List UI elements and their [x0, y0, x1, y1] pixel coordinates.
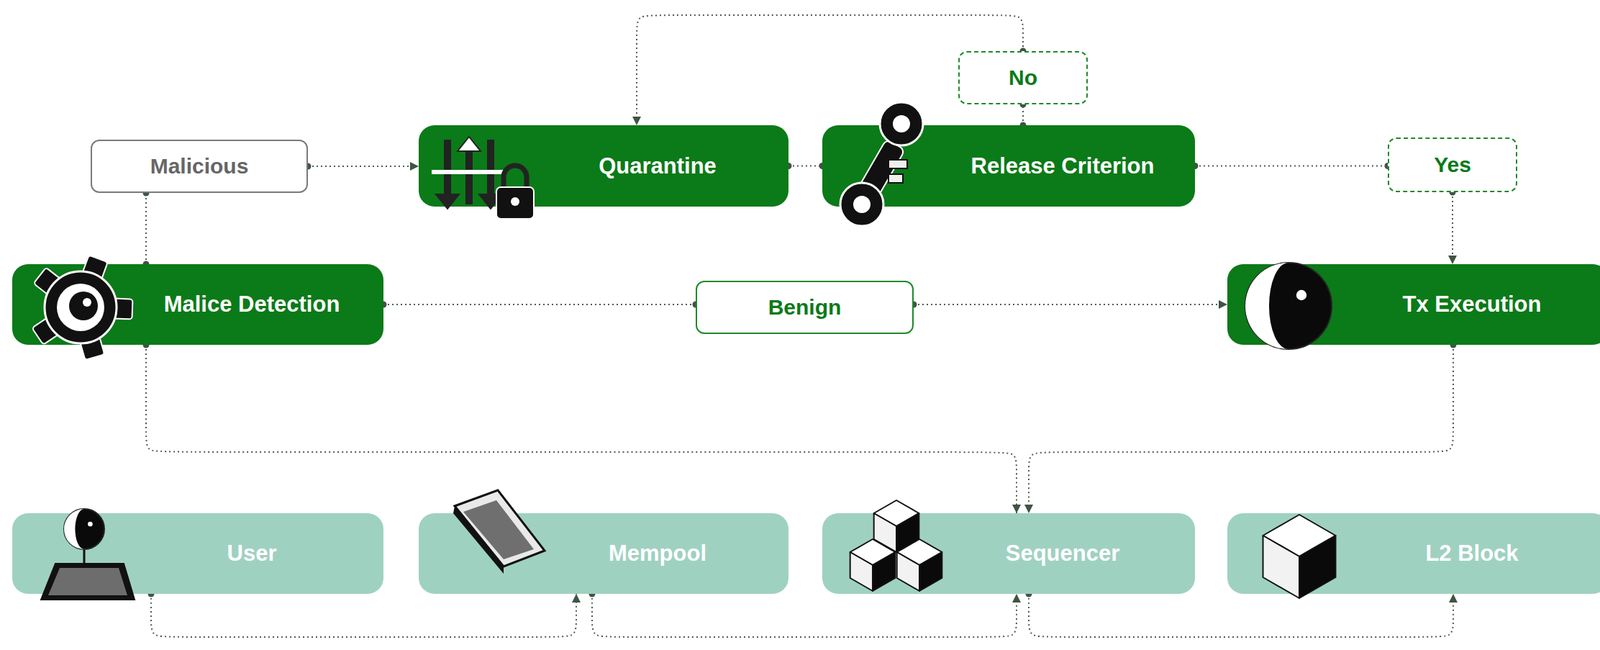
node-label: Release Criterion: [971, 153, 1155, 180]
node-label: No: [1008, 65, 1038, 90]
node-label: Sequencer: [1005, 540, 1121, 567]
cube-icon: [1227, 484, 1372, 621]
flow-connector: [146, 344, 1017, 513]
node-label: Benign: [768, 294, 842, 320]
component-box: L2 Block: [1227, 512, 1600, 594]
flow-connector: [1451, 192, 1454, 265]
decision-label: No: [958, 51, 1088, 105]
process-box: Tx Execution: [1227, 264, 1600, 345]
node-label: Malicious: [150, 153, 249, 179]
flow-connector: [1022, 104, 1024, 126]
flow-connector: [145, 192, 147, 265]
sphere-icon: [1227, 235, 1372, 372]
flow-connector: [592, 593, 1017, 637]
flow-connector: [151, 593, 577, 637]
condition-label: Benign: [695, 280, 914, 334]
slab-icon: [418, 484, 563, 621]
gear-icon: [12, 235, 157, 372]
condition-label: Malicious: [90, 139, 308, 193]
flow-connector: [788, 165, 823, 167]
component-box: Mempool: [418, 512, 789, 594]
node-label: Malice Detection: [164, 291, 341, 318]
flow-connector: [1028, 344, 1454, 513]
node-label: Quarantine: [598, 153, 717, 180]
lock-icon: [418, 96, 563, 234]
node-label: Tx Execution: [1402, 291, 1542, 318]
flow-connector: [1028, 593, 1454, 637]
process-box: Release Criterion: [822, 125, 1195, 207]
node-label: Yes: [1433, 152, 1472, 177]
flow-connector: [383, 303, 696, 306]
component-box: Sequencer: [822, 512, 1195, 594]
decision-label: Yes: [1387, 137, 1518, 193]
flow-connector: [913, 303, 1228, 306]
flow-connector: [307, 165, 419, 167]
process-box: Malice Detection: [12, 264, 384, 345]
flow-connector: [1194, 165, 1388, 167]
keys-icon: [822, 96, 967, 234]
user-icon: [12, 484, 157, 621]
process-box: Quarantine: [418, 125, 789, 207]
actor-box: User: [12, 512, 384, 594]
node-label: User: [227, 540, 277, 567]
cubes-icon: [822, 484, 967, 621]
node-label: Mempool: [608, 540, 707, 567]
node-label: L2 Block: [1425, 540, 1518, 567]
